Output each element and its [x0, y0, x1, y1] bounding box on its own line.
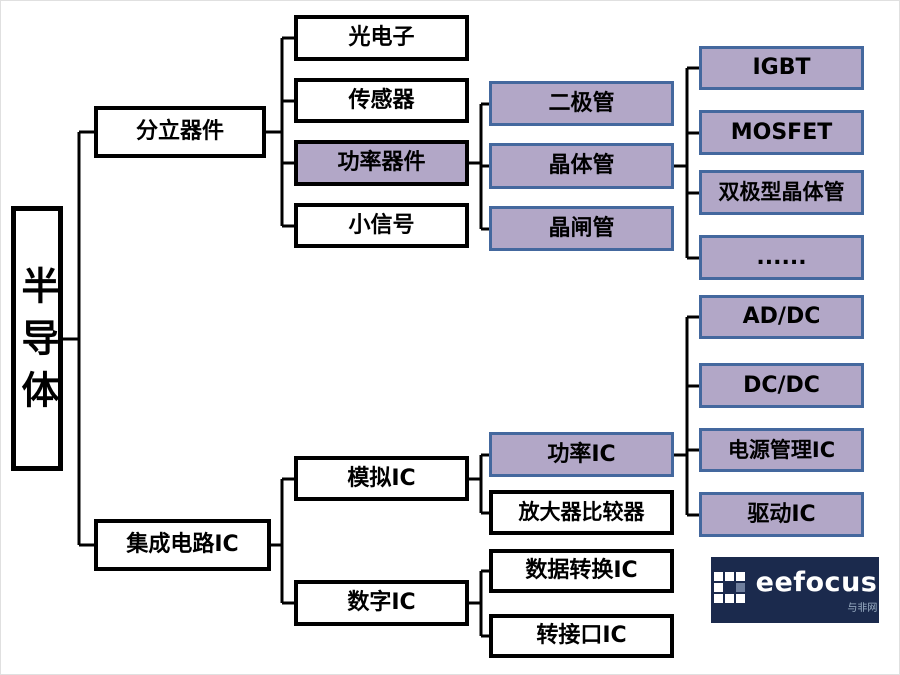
node-power-management-ic: 电源管理IC: [699, 428, 864, 472]
node-ellipsis: ......: [699, 235, 864, 280]
node-transistor: 晶体管: [489, 143, 674, 189]
node-discrete-devices: 分立器件: [94, 106, 266, 158]
node-power-devices: 功率器件: [294, 140, 469, 186]
connector-digital-to-children: [469, 569, 489, 638]
connector-ic-to-children: [271, 477, 294, 605]
connector-transistor-to-types: [674, 66, 699, 260]
connector-powerdevices-to-children: [469, 102, 489, 231]
node-data-conversion-ic: 数据转换IC: [489, 549, 674, 593]
node-digital-ic: 数字IC: [294, 580, 469, 626]
node-dc-dc: DC/DC: [699, 363, 864, 408]
node-ad-dc: AD/DC: [699, 295, 864, 339]
connector-analog-to-children: [469, 453, 489, 515]
node-bipolar-transistor: 双极型晶体管: [699, 170, 864, 215]
node-power-ic: 功率IC: [489, 432, 674, 477]
node-integrated-circuit: 集成电路IC: [94, 519, 271, 571]
eefocus-grid-icon: [713, 571, 747, 609]
node-sensor: 传感器: [294, 78, 469, 123]
node-analog-ic: 模拟IC: [294, 456, 469, 501]
connector-poweric-to-types: [674, 315, 699, 517]
node-thyristor: 晶闸管: [489, 206, 674, 251]
eefocus-brand-text: eefocus: [755, 566, 878, 598]
node-diode: 二极管: [489, 81, 674, 126]
node-amplifier-comparator: 放大器比较器: [489, 490, 674, 535]
node-driver-ic: 驱动IC: [699, 492, 864, 537]
connector-root-to-level1: [63, 130, 94, 547]
eefocus-site-text: 与非网: [847, 602, 878, 614]
node-small-signal: 小信号: [294, 203, 469, 248]
node-optoelectronics: 光电子: [294, 15, 469, 61]
eefocus-logo: eefocus 与非网: [711, 557, 879, 623]
node-mosfet: MOSFET: [699, 110, 864, 155]
node-igbt: IGBT: [699, 46, 864, 90]
node-interface-ic: 转接口IC: [489, 614, 674, 658]
connector-discrete-to-children: [266, 36, 294, 228]
node-semiconductor: 半导体: [11, 206, 63, 471]
